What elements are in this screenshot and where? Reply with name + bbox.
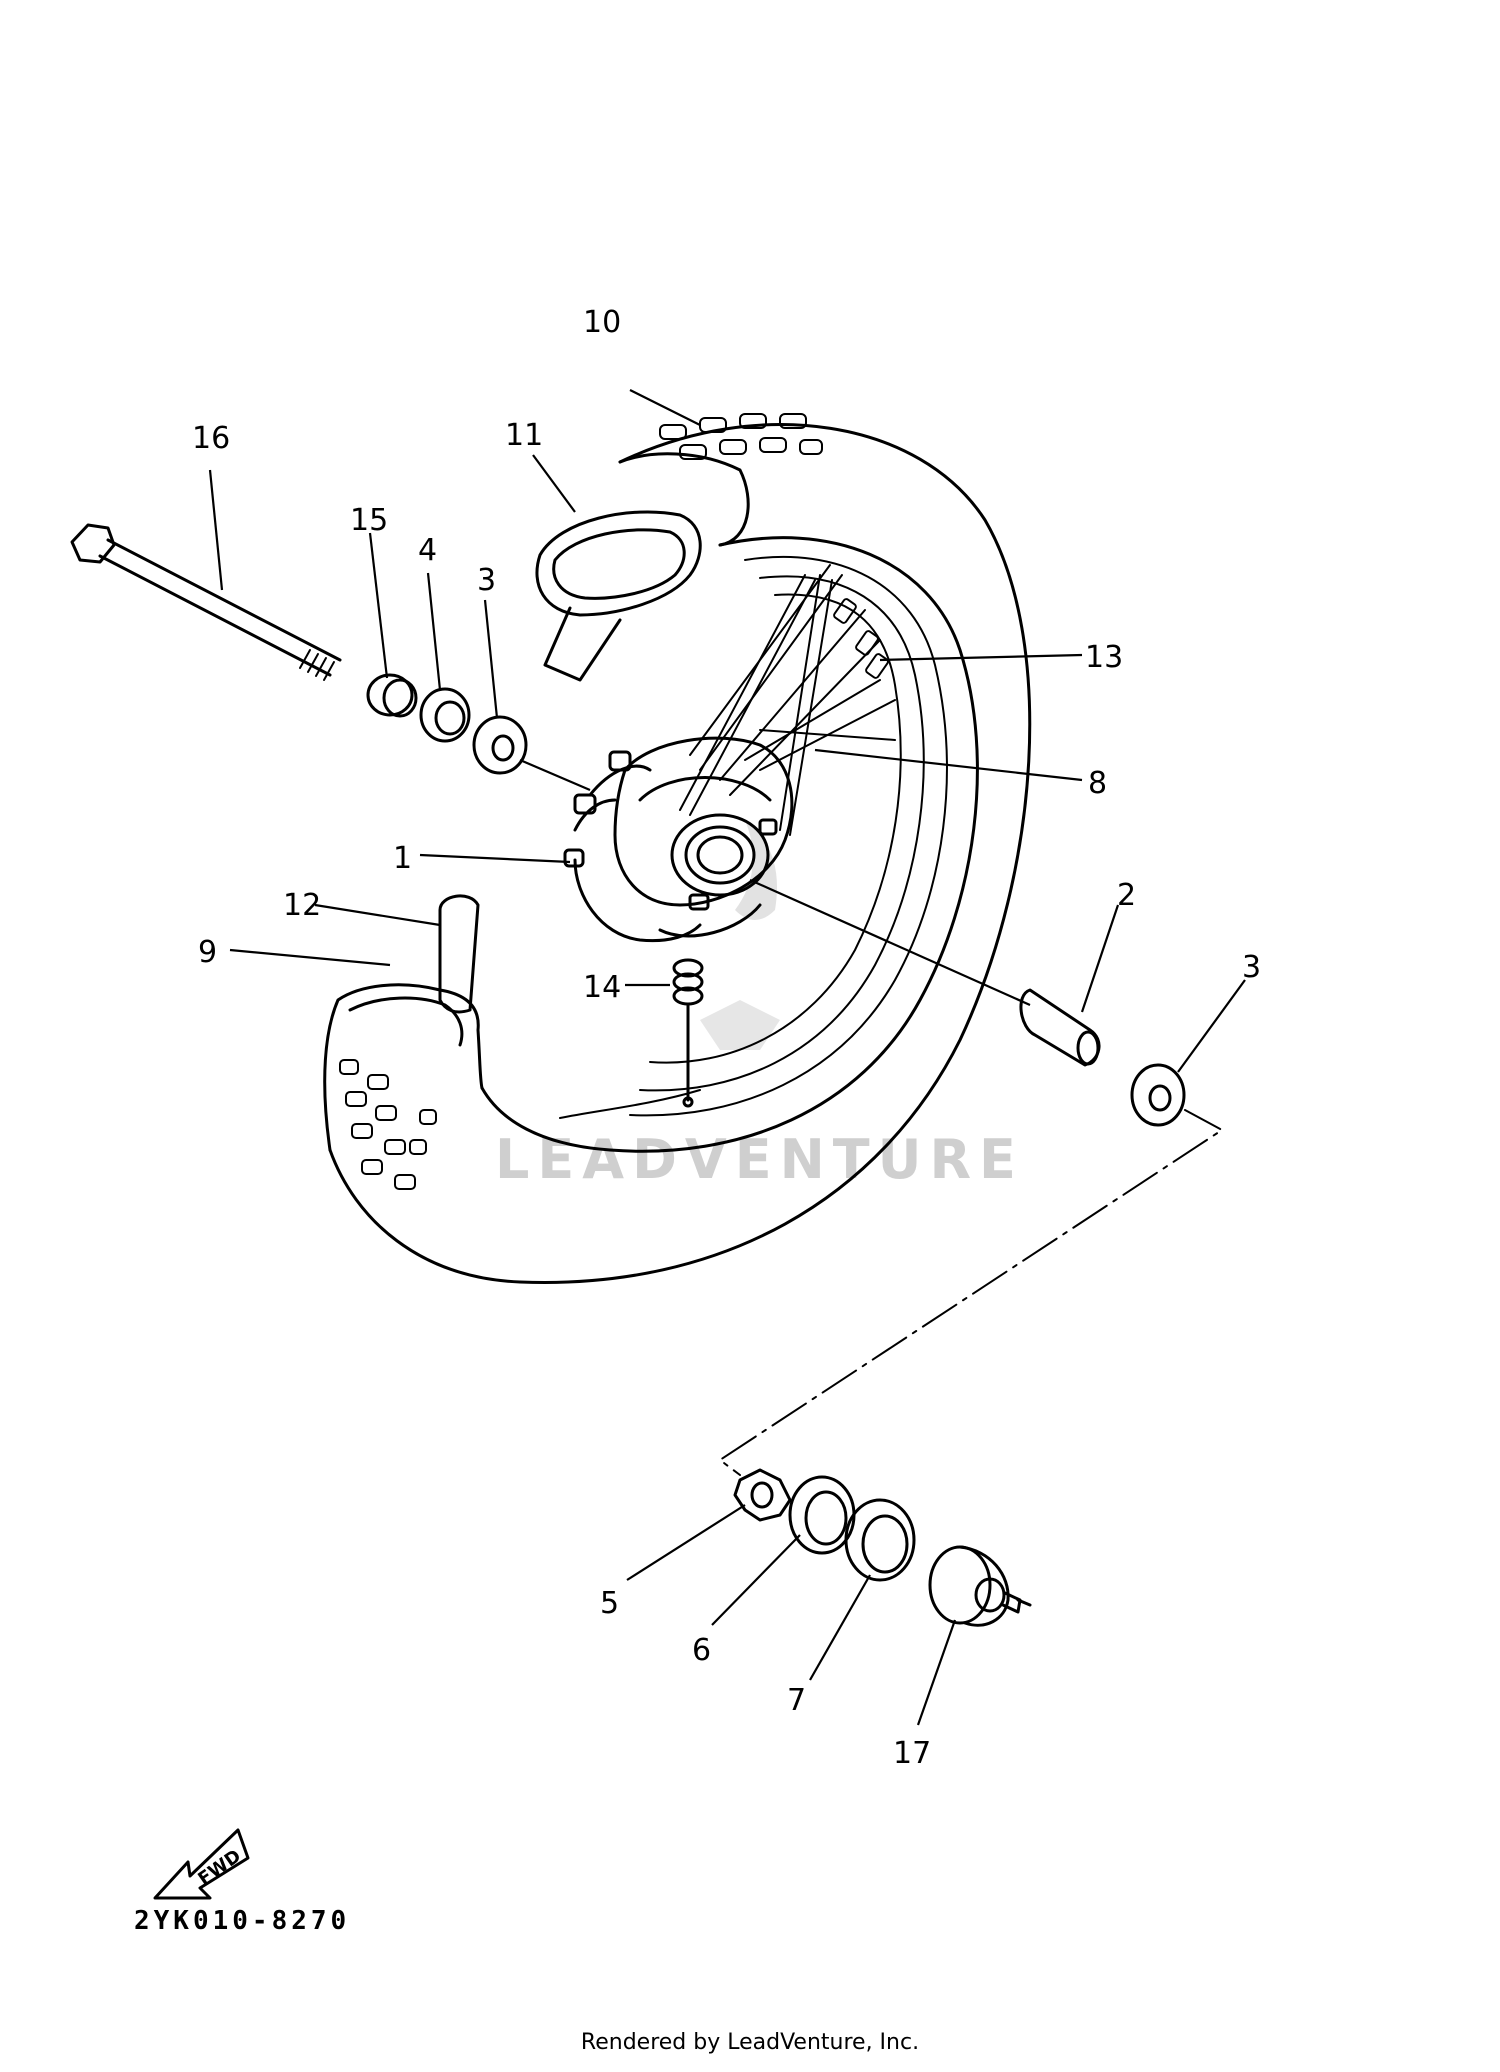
callout-7: 7	[787, 1683, 806, 1718]
wheel-assembly	[323, 413, 1032, 1284]
footer-credit: Rendered by LeadVenture, Inc.	[580, 2030, 920, 2055]
tube-section	[618, 452, 750, 547]
callout-10: 10	[583, 305, 621, 340]
callout-3-left: 3	[477, 563, 496, 598]
balance-weight	[672, 958, 704, 1108]
oil-seal-4	[419, 687, 471, 743]
spokes	[679, 564, 896, 836]
tire-inner-edge	[480, 536, 979, 1153]
callout-16: 16	[192, 421, 230, 456]
spoke-nipples	[833, 598, 889, 679]
callout-12: 12	[283, 888, 321, 923]
callout-17: 17	[893, 1736, 931, 1771]
oil-seal-7	[844, 1498, 916, 1582]
collar-15	[366, 673, 418, 718]
callout-15: 15	[350, 503, 388, 538]
watermark: LEADVENTURE	[495, 820, 1024, 1191]
tube	[535, 510, 702, 682]
hub-disc	[638, 776, 772, 938]
oil-seal-6	[788, 1475, 856, 1555]
diagram-code: 2YK010-8270	[134, 1906, 351, 1936]
valve-stem	[438, 894, 480, 1014]
callout-11: 11	[505, 418, 543, 453]
callout-1: 1	[393, 841, 412, 876]
fwd-arrow-icon: FWD	[153, 1828, 250, 1900]
washer-5	[733, 1468, 792, 1522]
bearing-3-left	[472, 715, 528, 775]
tread-lower	[339, 1059, 437, 1190]
axle-16	[70, 523, 342, 681]
callout-8: 8	[1088, 766, 1107, 801]
callout-13: 13	[1085, 640, 1123, 675]
tire-section	[323, 983, 484, 1152]
watermark-text: LEADVENTURE	[495, 1128, 1024, 1191]
assembly-line	[718, 1109, 1224, 1476]
callout-5: 5	[600, 1586, 619, 1621]
hub	[563, 736, 794, 943]
leader-lines	[208, 389, 1246, 1726]
callout-numbers: 10 11 16 15 4 3 13 8 1 12 9 14 2 3 5 6 7…	[192, 305, 1261, 1771]
bearing-3-right	[1130, 1063, 1186, 1127]
callout-14: 14	[583, 970, 621, 1005]
spacer-2	[1019, 988, 1101, 1067]
callout-2: 2	[1117, 878, 1136, 913]
tire	[328, 423, 1032, 1284]
meter-gear-17	[928, 1545, 1032, 1627]
callout-9: 9	[198, 935, 217, 970]
callout-4: 4	[418, 533, 437, 568]
callout-3-right: 3	[1242, 950, 1261, 985]
callout-6: 6	[692, 1633, 711, 1668]
fwd-label: FWD	[194, 1846, 245, 1890]
